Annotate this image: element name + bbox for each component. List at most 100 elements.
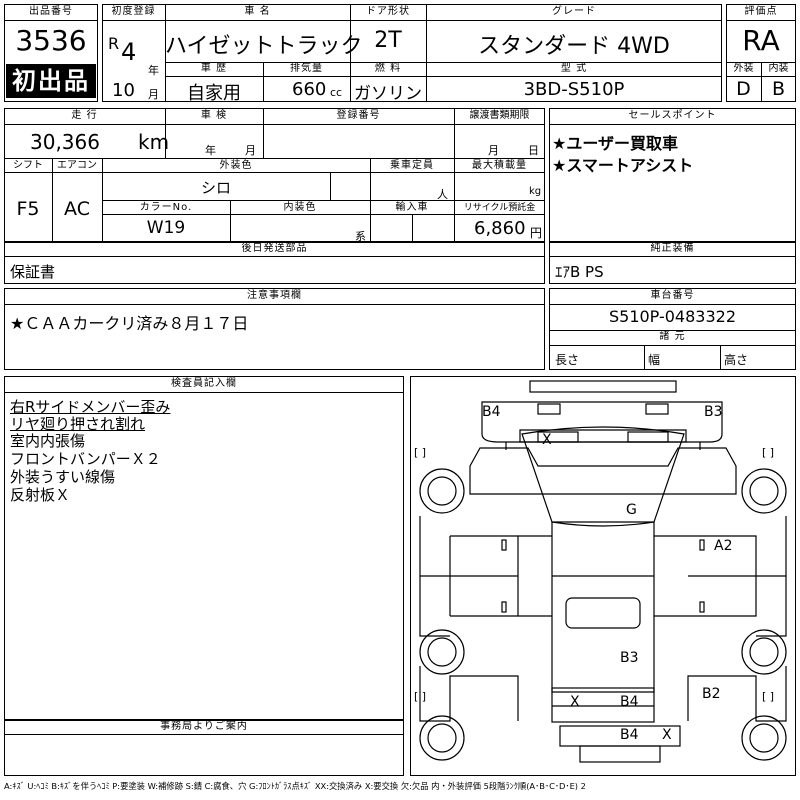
color-no-label: カラーNo. xyxy=(139,202,193,213)
wheel-bottom-left xyxy=(419,715,465,761)
capacity-unit: 人 xyxy=(437,188,448,201)
shift-label: シフト xyxy=(13,160,43,171)
header-main-box xyxy=(102,4,722,102)
year-value: 4 xyxy=(121,38,137,66)
score-label: 評価点 xyxy=(744,6,778,17)
lot-label: 出品番号 xyxy=(29,6,73,17)
mark-b2-right: B2 xyxy=(702,686,721,702)
import-label: 輸入車 xyxy=(395,202,429,213)
exterior-grade-label: 外装 xyxy=(733,63,754,74)
chassis-value: S510P-0483322 xyxy=(608,307,737,326)
header-lot-box xyxy=(4,4,98,102)
ext-color-label: 外装色 xyxy=(219,160,253,171)
notes-box xyxy=(4,288,545,370)
ac-value: AC xyxy=(64,198,90,220)
inspection-label: 車 検 xyxy=(200,110,228,121)
reg-number-label: 登録番号 xyxy=(336,110,381,121)
vehicle-info-box xyxy=(4,108,545,242)
recycle-label: リサイクル預託金 xyxy=(463,203,536,213)
capacity-label: 乗車定員 xyxy=(390,160,434,171)
chassis-label: 車台番号 xyxy=(650,290,695,301)
era-prefix: R xyxy=(108,34,120,53)
inspector-line-3: 室内内張傷 xyxy=(10,432,86,450)
car-name-value: ハイゼットトラック xyxy=(165,34,363,59)
interior-grade-label: 内装 xyxy=(768,63,789,74)
inspection-month-unit: 月 xyxy=(245,144,256,157)
mark-x-rear-left: X xyxy=(570,694,580,710)
rear-bumper xyxy=(551,687,655,723)
sales-points-label: セールスポイント xyxy=(628,110,717,121)
year-unit: 年 xyxy=(148,64,159,77)
max-load-label: 最大積載量 xyxy=(472,160,527,171)
genuine-equipment-label: 純正装備 xyxy=(650,243,695,254)
score-value: RA xyxy=(742,24,780,57)
bracket-right-top: [ ] xyxy=(762,446,774,459)
wheel-front-right xyxy=(741,468,787,514)
bed-outline xyxy=(551,521,655,693)
rear-view-outline xyxy=(481,401,723,443)
transfer-month-unit: 月 xyxy=(488,144,499,157)
notes-label: 注意事項欄 xyxy=(247,290,302,301)
transfer-day-unit: 日 xyxy=(528,144,539,157)
inspector-line-1: 右Rサイドメンバー歪み xyxy=(10,398,171,416)
exterior-grade-value: D xyxy=(736,78,751,100)
inspector-box xyxy=(4,376,404,720)
month-value: 10 xyxy=(112,80,135,101)
bed-rail xyxy=(565,597,641,629)
width-label: 幅 xyxy=(648,353,661,367)
displacement-value: 660 xyxy=(292,79,327,100)
bracket-left-bottom: [ ] xyxy=(414,690,426,703)
cab-outline xyxy=(469,447,737,495)
displacement-unit: cc xyxy=(330,86,343,99)
mark-b4-top-left: B4 xyxy=(482,404,501,420)
mileage-value: 30,366 xyxy=(30,130,100,154)
length-label: 長さ xyxy=(555,353,580,367)
history-label: 車 歴 xyxy=(200,63,228,74)
wheel-rear-left xyxy=(419,629,465,675)
mark-b3-bed: B3 xyxy=(620,650,639,666)
recycle-value: 6,860 xyxy=(474,218,526,239)
inspector-line-6: 反射板Ｘ xyxy=(10,486,71,504)
first-listing-badge xyxy=(6,64,96,98)
ac-label: エアコン xyxy=(57,160,97,171)
mileage-unit: km xyxy=(138,130,170,154)
door-label: ドア形状 xyxy=(366,6,410,17)
inspection-year-unit: 年 xyxy=(205,144,216,157)
bracket-right-bottom: [ ] xyxy=(762,690,774,703)
genuine-equipment-box xyxy=(549,242,796,284)
door-value: 2T xyxy=(374,28,402,53)
mark-b4-rear: B4 xyxy=(620,694,639,710)
inspector-line-5: 外装うすい線傷 xyxy=(10,468,116,486)
mark-x-windshield: X xyxy=(542,432,552,448)
inspector-line-2: リヤ廻り押され割れ xyxy=(10,415,146,433)
history-value: 自家用 xyxy=(187,83,241,104)
wheel-rear-right xyxy=(741,629,787,675)
mark-b3-top-right: B3 xyxy=(704,404,723,420)
wheel-front-left xyxy=(419,468,465,514)
sales-point-2: ★スマートアシスト xyxy=(552,156,694,175)
wheel-bottom-right xyxy=(741,715,787,761)
model-label: 型 式 xyxy=(560,63,588,74)
lot-number: 3536 xyxy=(15,24,87,57)
mark-b4-bottom: B4 xyxy=(620,727,639,743)
grade-label: グレード xyxy=(552,6,596,17)
fuel-value: ガソリン xyxy=(354,84,422,104)
inspector-label: 検査員記入欄 xyxy=(171,378,237,389)
int-color-unit: 系 xyxy=(355,230,366,243)
recycle-unit: 円 xyxy=(530,226,543,240)
sales-point-1: ★ユーザー買取車 xyxy=(552,134,679,153)
transfer-label: 譲渡書類期限 xyxy=(469,110,530,121)
max-load-unit: kg xyxy=(529,186,542,197)
vehicle-diagram: B4 B3 X G A2 B3 B2 X B4 B4 X [ ] [ ] [ ]… xyxy=(414,380,787,763)
int-color-label: 内装色 xyxy=(283,202,317,213)
first-listing-text: 初出品 xyxy=(12,67,90,95)
diagram-top-strip xyxy=(529,380,677,393)
displacement-label: 排気量 xyxy=(290,63,323,74)
windshield-outline xyxy=(519,429,687,443)
color-no-value: W19 xyxy=(146,218,186,238)
ext-color-value: シロ xyxy=(200,179,231,197)
vehicle-diagram-box xyxy=(410,376,796,776)
month-unit: 月 xyxy=(148,88,159,101)
fuel-label: 燃 料 xyxy=(374,63,402,74)
mileage-label: 走 行 xyxy=(71,110,98,121)
